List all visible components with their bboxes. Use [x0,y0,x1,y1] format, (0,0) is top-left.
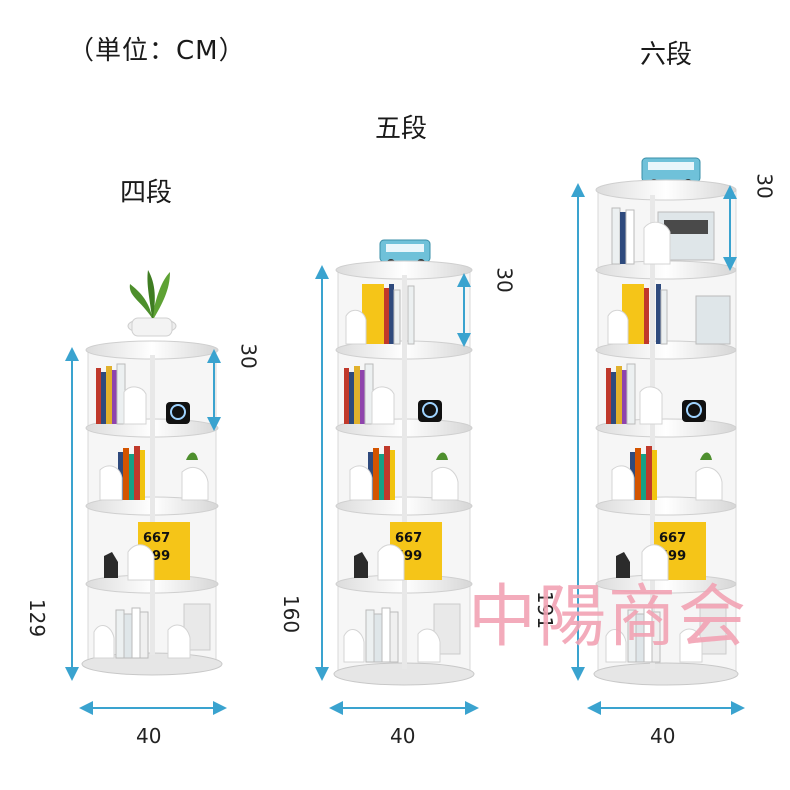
tier-label-5: 五段 [375,114,428,144]
bookcase-6-tier: 667 599 [593,157,739,686]
width-label-4: 40 [136,724,162,748]
width-label-5: 40 [390,724,416,748]
width-label-6: 40 [650,724,676,748]
height-label-5: 160 [279,594,304,634]
height-label-4: 129 [25,598,50,638]
watermark-text: 中陽商会 [468,578,749,657]
unit-label: （単位：CM） [68,36,246,66]
tier-label-6: 六段 [640,40,693,70]
tier-height-label-6: 30 [752,173,777,199]
tier-label-4: 四段 [120,178,173,208]
svg-text:667: 667 [659,531,686,546]
tier-height-label-4: 30 [236,343,261,369]
bookcase-5-tier: 667 599 [333,239,475,686]
bookcase-4-tier: 667 599 [81,270,223,676]
svg-text:667: 667 [395,531,422,546]
plant-decoration [127,270,177,337]
tier-height-label-5: 30 [492,267,517,293]
svg-text:667: 667 [143,531,170,546]
dimension-lines [65,183,745,715]
